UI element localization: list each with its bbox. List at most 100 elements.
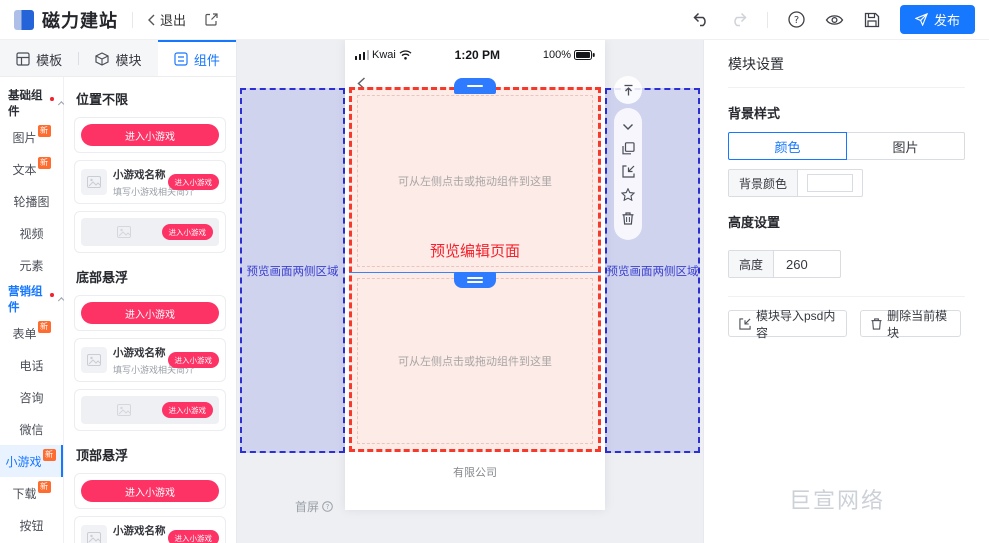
module-icon: [95, 52, 110, 66]
game-info-card[interactable]: 小游戏名称 填写小游戏相关简介 进入小游戏: [74, 338, 226, 382]
sidebar-item-minigame[interactable]: 小游戏新: [0, 445, 63, 477]
trash-icon: [871, 317, 882, 330]
sidebar-item-download[interactable]: 下载新: [0, 477, 63, 509]
sidebar-group-basic[interactable]: 基础组件: [0, 85, 65, 121]
delete-module-button[interactable]: 删除当前模块: [860, 309, 961, 340]
module-drag-handle-top[interactable]: [454, 78, 496, 94]
height-control: 高度 260: [728, 250, 842, 278]
import-icon: [739, 317, 751, 330]
help-icon[interactable]: ?: [788, 11, 805, 28]
sidebar-item-phone[interactable]: 电话: [0, 349, 63, 381]
game-info-card[interactable]: 小游戏名称 填写小游戏相关简介 进入小游戏: [74, 516, 226, 543]
carrier-label: Kwai: [372, 49, 396, 61]
enter-game-button-small[interactable]: 进入小游戏: [167, 174, 219, 190]
game-banner-card[interactable]: 进入小游戏: [74, 211, 226, 253]
color-swatch[interactable]: [807, 174, 854, 192]
module-drag-handle-mid[interactable]: [454, 272, 496, 288]
screen-label: 首屏 ?: [295, 498, 333, 515]
section-title: 底部悬浮: [76, 270, 129, 285]
watermark: 巨宣网络: [789, 488, 886, 513]
divider: [728, 87, 965, 88]
phone-statusbar: Kwai 1:20 PM 100%: [345, 40, 605, 70]
share-icon[interactable]: [204, 12, 219, 27]
settings-panel: 模块设置 背景样式 颜色 图片 背景颜色 高度设置 高度 260 模块导入psd…: [703, 40, 989, 543]
new-badge: 新: [37, 321, 51, 333]
redo-icon[interactable]: [730, 12, 747, 27]
screen-label-text: 首屏: [295, 500, 320, 514]
edit-area[interactable]: 可从左侧点击或拖动组件到这里 预览编辑页面 可从左侧点击或拖动组件到这里: [349, 87, 601, 452]
image-placeholder-icon: [81, 347, 107, 373]
new-badge: 新: [37, 125, 51, 137]
game-info-card[interactable]: 小游戏名称 填写小游戏相关简介 进入小游戏: [74, 160, 226, 204]
sidebar-item-wechat[interactable]: 微信: [0, 413, 63, 445]
settings-title: 模块设置: [728, 56, 784, 72]
side-area-label: 预览画面两侧区域: [246, 265, 339, 278]
bg-tab-image[interactable]: 图片: [846, 132, 965, 160]
game-button-card[interactable]: 进入小游戏: [74, 473, 226, 509]
star-icon[interactable]: [621, 188, 635, 202]
enter-game-button-small[interactable]: 进入小游戏: [167, 530, 219, 543]
height-input[interactable]: 260: [786, 256, 808, 272]
enter-game-button[interactable]: 进入小游戏: [81, 302, 219, 324]
game-button-card[interactable]: 进入小游戏: [74, 117, 226, 153]
nav-tabs: 模板 模块 组件: [0, 40, 236, 77]
item-label: 微信: [19, 422, 44, 437]
tab-templates[interactable]: 模板: [0, 40, 78, 76]
enter-game-button-small[interactable]: 进入小游戏: [161, 224, 213, 240]
component-list: 位置不限 进入小游戏 小游戏名称 填写小游戏相关简介 进入小游戏 进入小游戏: [64, 77, 236, 543]
tab-modules[interactable]: 模块: [79, 40, 157, 76]
drop-hint: 可从左侧点击或拖动组件到这里: [398, 176, 552, 188]
sidebar-item-button[interactable]: 按钮: [0, 509, 63, 541]
sidebar-item-image[interactable]: 图片新: [0, 121, 63, 153]
sidebar-item-form[interactable]: 表单新: [0, 317, 63, 349]
info-circle-icon[interactable]: ?: [322, 501, 333, 512]
height-label: 高度: [729, 251, 775, 277]
app-logo: [14, 9, 34, 30]
import-icon[interactable]: [621, 165, 635, 178]
enter-game-button[interactable]: 进入小游戏: [81, 480, 219, 502]
preview-eye-icon[interactable]: [825, 13, 844, 27]
paper-plane-icon: [914, 13, 928, 26]
group-label: 基础组件: [8, 90, 43, 118]
tab-components[interactable]: 组件: [157, 40, 236, 76]
game-button-card[interactable]: 进入小游戏: [74, 295, 226, 331]
exit-button[interactable]: 退出: [147, 10, 186, 29]
template-icon: [16, 52, 30, 66]
red-dot: [50, 292, 54, 297]
item-label: 下载: [12, 486, 37, 501]
module-drop-zone-1[interactable]: 可从左侧点击或拖动组件到这里 预览编辑页面: [357, 95, 593, 267]
sidebar-item-video[interactable]: 视频: [0, 217, 63, 249]
bg-style-label: 背景样式: [728, 106, 781, 121]
move-up-button[interactable]: [614, 76, 642, 104]
sidebar-item-text[interactable]: 文本新: [0, 153, 63, 185]
game-banner-card[interactable]: 进入小游戏: [74, 389, 226, 431]
bg-tab-color[interactable]: 颜色: [728, 132, 847, 160]
sidebar-item-element[interactable]: 元素: [0, 249, 63, 281]
enter-game-button[interactable]: 进入小游戏: [81, 124, 219, 146]
divider: [766, 11, 768, 28]
publish-button[interactable]: 发布: [899, 5, 975, 34]
sidebar-item-carousel[interactable]: 轮播图: [0, 185, 63, 217]
item-label: 元素: [19, 258, 44, 273]
new-badge: 新: [37, 157, 51, 169]
enter-game-button-small[interactable]: 进入小游戏: [161, 402, 213, 418]
move-down-icon[interactable]: [622, 123, 634, 131]
side-area-left: 预览画面两侧区域: [240, 88, 345, 453]
section-title: 位置不限: [76, 92, 129, 107]
game-desc: 填写小游戏相关简介: [113, 364, 195, 375]
wifi-icon: [399, 50, 412, 60]
import-psd-button[interactable]: 模块导入psd内容: [728, 309, 848, 340]
game-name: 小游戏名称: [113, 168, 166, 181]
module-drop-zone-2[interactable]: 可从左侧点击或拖动组件到这里: [357, 278, 593, 444]
trash-icon[interactable]: [622, 212, 634, 225]
new-badge: 新: [42, 449, 56, 461]
edit-area-label: 预览编辑页面: [429, 243, 520, 260]
bg-color-label: 背景颜色: [729, 170, 799, 196]
sidebar-group-marketing[interactable]: 营销组件: [0, 281, 65, 317]
undo-icon[interactable]: [693, 12, 710, 27]
save-icon[interactable]: [864, 12, 880, 28]
enter-game-button-small[interactable]: 进入小游戏: [167, 352, 219, 368]
import-psd-label: 模块导入psd内容: [756, 308, 836, 340]
copy-icon[interactable]: [621, 141, 635, 155]
sidebar-item-consult[interactable]: 咨询: [0, 381, 63, 413]
